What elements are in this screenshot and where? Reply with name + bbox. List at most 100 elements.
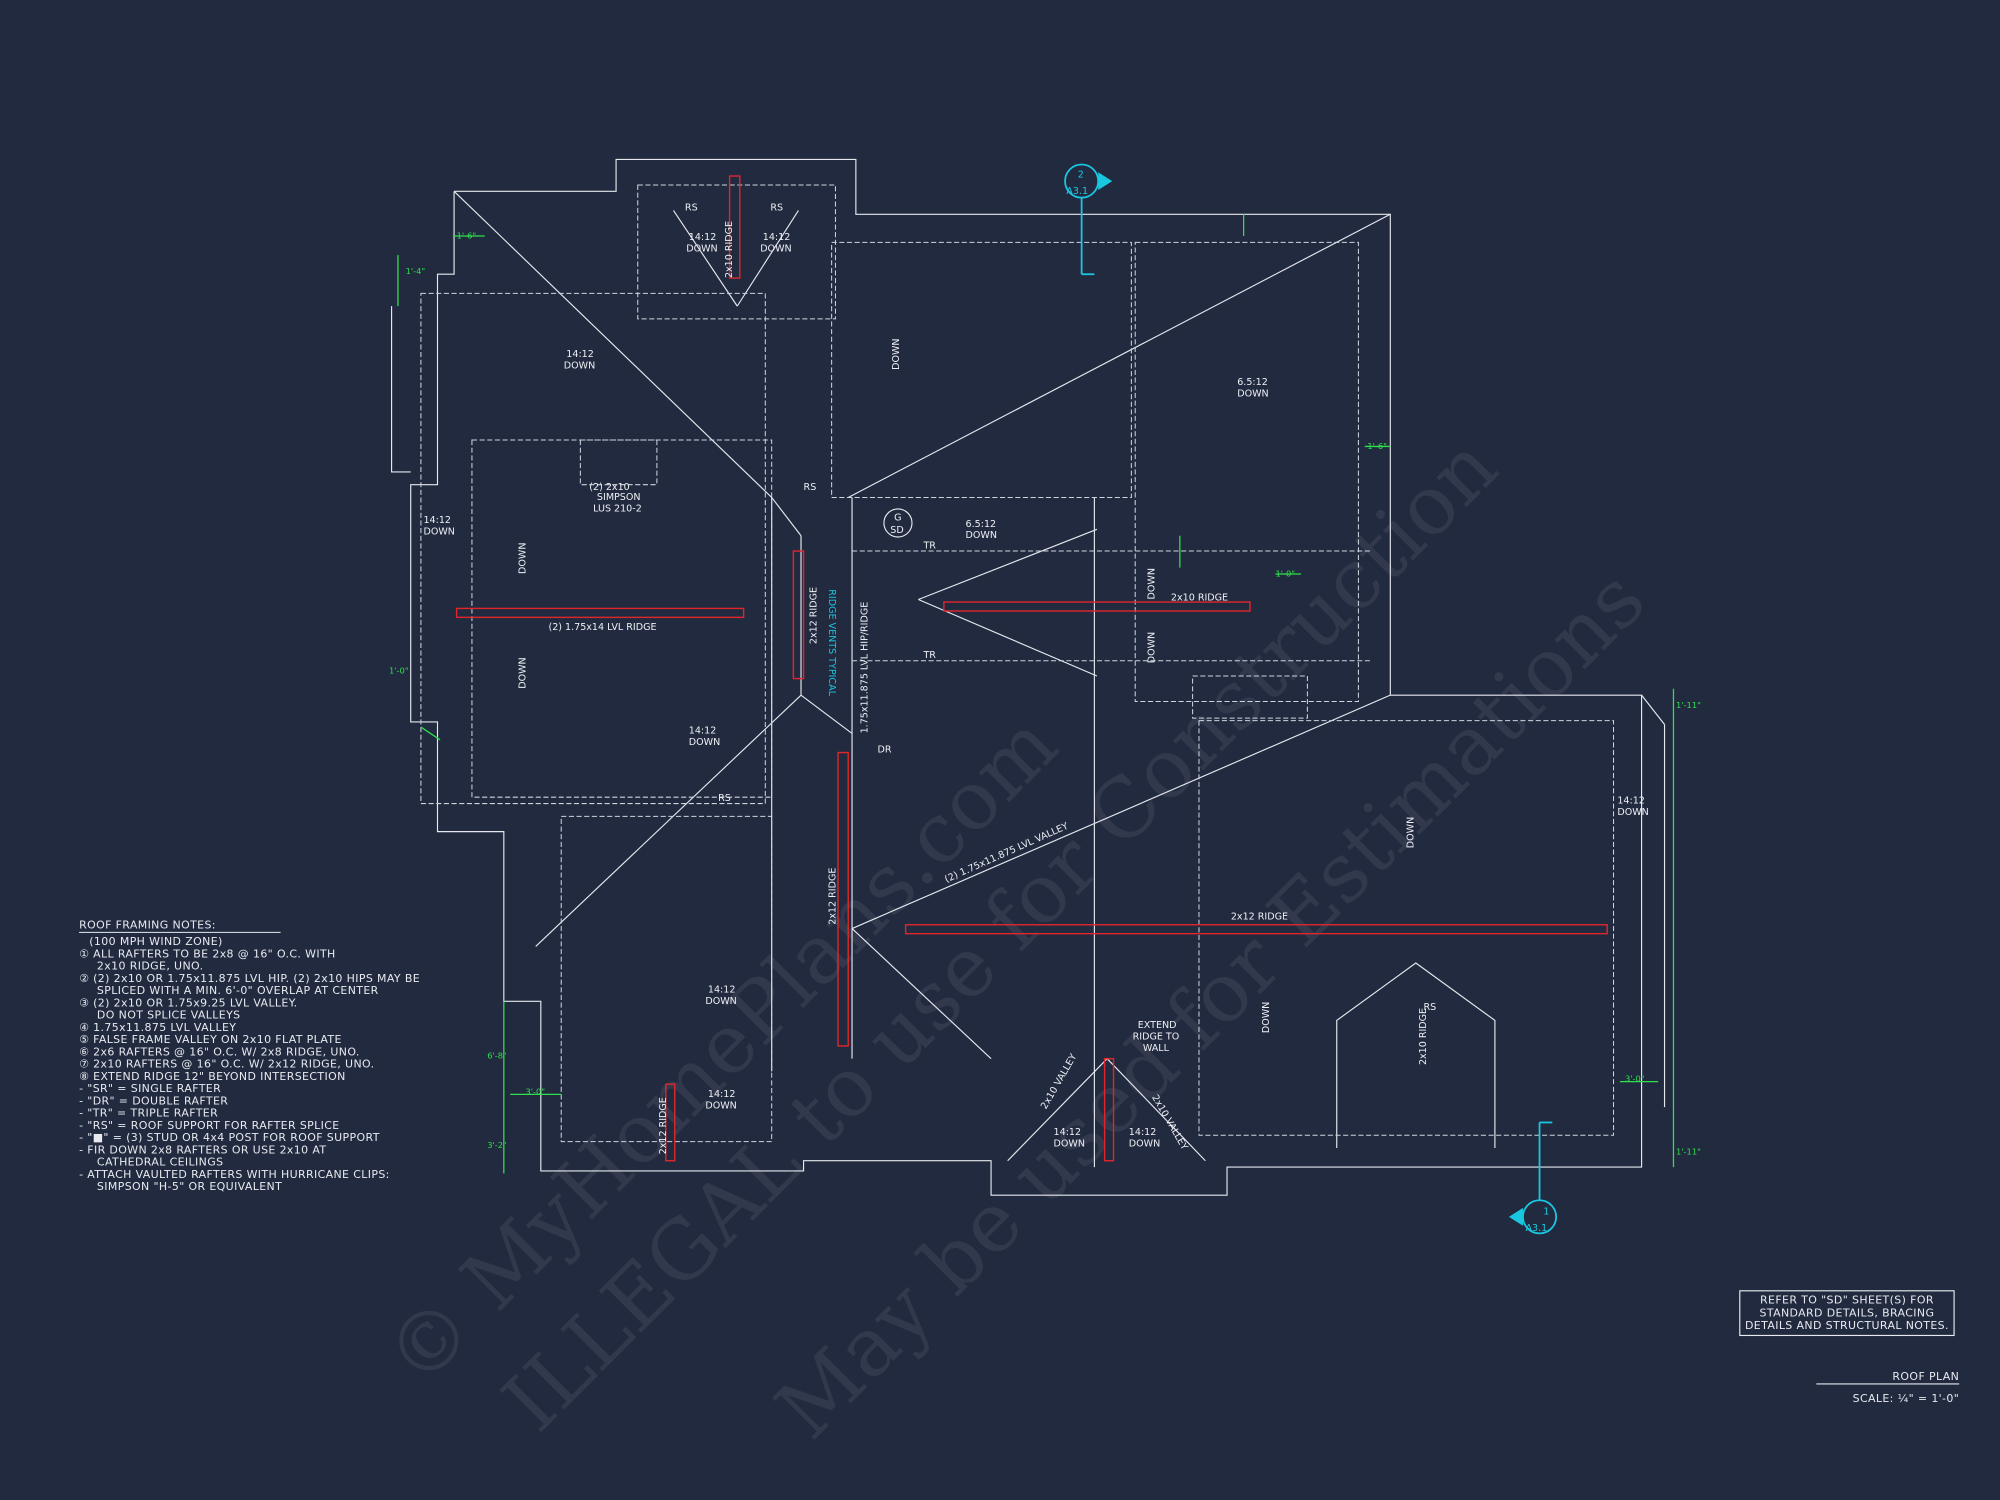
slope-label: DOWN xyxy=(1237,389,1268,400)
refer-line: REFER TO "SD" SHEET(S) FOR xyxy=(1760,1294,1934,1307)
marker-number: 2 xyxy=(1078,169,1084,180)
watermark: © MyHomePlans.com ILLEGAL to use for Con… xyxy=(368,419,1664,1457)
slope-label: 14:12 xyxy=(763,232,791,243)
note-line: (100 MPH WIND ZONE) xyxy=(89,935,222,948)
section-marker-2[interactable]: 2 A3.1 xyxy=(1064,163,1113,276)
note-line: - "SR" = SINGLE RAFTER xyxy=(79,1082,221,1095)
slope-label: DOWN xyxy=(891,338,902,369)
label: 2x12 RIDGE xyxy=(1231,912,1288,923)
refer-note-box: REFER TO "SD" SHEET(S) FOR STANDARD DETA… xyxy=(1739,1290,1955,1337)
slope-label: DOWN xyxy=(705,996,736,1007)
label: 2x12 RIDGE xyxy=(658,1097,669,1154)
slope-label: DOWN xyxy=(1146,632,1157,663)
label: RIDGE VENTS TYPICAL xyxy=(826,589,837,696)
slope-label: 14:12 xyxy=(708,984,736,995)
dimension-text: 1'-6" xyxy=(1367,441,1387,451)
note-line: ④ 1.75x11.875 LVL VALLEY xyxy=(79,1021,236,1034)
notes-title: ROOF FRAMING NOTES: xyxy=(79,919,216,932)
slope-label: DOWN xyxy=(1054,1139,1085,1150)
note-line: ⑦ 2x10 RAFTERS @ 16" O.C. W/ 2x12 RIDGE,… xyxy=(79,1058,374,1071)
label: (2) 1.75x14 LVL RIDGE xyxy=(548,622,656,633)
dimension-text: 3'-2" xyxy=(487,1140,507,1150)
dimension-text: 6'-8" xyxy=(487,1051,507,1061)
label: 1.75x11.875 LVL HIP/RIDGE xyxy=(859,602,870,734)
refer-line: DETAILS AND STRUCTURAL NOTES. xyxy=(1745,1319,1949,1332)
marker-sheet: A3.1 xyxy=(1526,1223,1548,1234)
note-line: 2x10 RIDGE, UNO. xyxy=(97,960,204,973)
label: EXTEND xyxy=(1138,1020,1177,1031)
note-line: - "■" = (3) STUD OR 4x4 POST FOR ROOF SU… xyxy=(79,1131,380,1144)
note-line: ⑧ EXTEND RIDGE 12" BEYOND INTERSECTION xyxy=(79,1070,346,1083)
slope-label: 6.5:12 xyxy=(1237,377,1268,388)
marker-number: 1 xyxy=(1543,1206,1549,1217)
label: RS xyxy=(770,202,783,213)
label: 2x10 RIDGE xyxy=(1418,1008,1429,1065)
slope-label: DOWN xyxy=(564,361,595,372)
note-line: ③ (2) 2x10 OR 1.75x9.25 LVL VALLEY. xyxy=(79,996,297,1009)
label: G xyxy=(894,512,901,523)
note-line: SIMPSON "H-5" OR EQUIVALENT xyxy=(97,1180,282,1193)
title-block: ROOF PLAN SCALE: ¼" = 1'-0" xyxy=(1816,1370,1960,1405)
label: TR xyxy=(922,540,936,551)
label: 2x12 RIDGE xyxy=(808,587,819,644)
label: SD xyxy=(890,525,903,536)
slope-label: DOWN xyxy=(966,530,997,541)
slope-label: DOWN xyxy=(1129,1139,1160,1150)
label: RS xyxy=(685,202,698,213)
note-line: - "TR" = TRIPLE RAFTER xyxy=(79,1107,218,1120)
label: WALL xyxy=(1143,1043,1170,1054)
note-line: - FIR DOWN 2x8 RAFTERS OR USE 2x10 AT xyxy=(79,1143,326,1156)
note-line: SPLICED WITH A MIN. 6'-0" OVERLAP AT CEN… xyxy=(97,984,379,997)
note-line: ⑥ 2x6 RAFTERS @ 16" O.C. W/ 2x8 RIDGE, U… xyxy=(79,1045,360,1058)
slope-label: 6.5:12 xyxy=(966,519,997,530)
roof-outline xyxy=(391,158,1666,1196)
label: DR xyxy=(878,745,892,756)
section-marker-1[interactable]: 1 A3.1 xyxy=(1508,1121,1558,1235)
dimension-text: 1'-0" xyxy=(389,665,409,675)
slope-label: 14:12 xyxy=(1617,796,1645,807)
marker-sheet: A3.1 xyxy=(1066,186,1088,197)
note-line: - "DR" = DOUBLE RAFTER xyxy=(79,1094,228,1107)
wall-lines-dashed xyxy=(420,184,1615,1143)
label: (2) 2x10 xyxy=(589,482,629,493)
slope-label: 14:12 xyxy=(689,725,717,736)
slope-label: DOWN xyxy=(689,737,720,748)
note-line: ⑤ FALSE FRAME VALLEY ON 2x10 FLAT PLATE xyxy=(79,1033,342,1046)
label: 2x10 RIDGE xyxy=(1171,593,1228,604)
label: RS xyxy=(1423,1002,1436,1013)
label: 2x12 RIDGE xyxy=(827,868,838,925)
drawing-title: ROOF PLAN xyxy=(1892,1370,1959,1383)
dimension-text: 1'-0" xyxy=(1276,569,1296,579)
dimension-text: 1'-4" xyxy=(406,266,426,276)
note-line: - ATTACH VAULTED RAFTERS WITH HURRICANE … xyxy=(79,1168,390,1181)
roof-framing-notes: ROOF FRAMING NOTES: (100 MPH WIND ZONE)①… xyxy=(79,919,420,1193)
label: TR xyxy=(922,650,936,661)
slope-label: 14:12 xyxy=(1054,1127,1082,1138)
dimension-text: 1'-11" xyxy=(1676,700,1701,710)
note-line: ② (2) 2x10 OR 1.75x11.875 LVL HIP. (2) 2… xyxy=(79,972,420,985)
label: RS xyxy=(804,482,817,493)
note-line: DO NOT SPLICE VALLEYS xyxy=(97,1009,241,1022)
label: SIMPSON xyxy=(597,492,641,503)
label: LUS 210-2 xyxy=(593,503,642,514)
slope-label: 14:12 xyxy=(566,349,594,360)
label: RS xyxy=(718,793,731,804)
slope-label: DOWN xyxy=(518,543,529,574)
slope-label: DOWN xyxy=(1261,1002,1272,1033)
slope-label: DOWN xyxy=(705,1100,736,1111)
drawing-scale: SCALE: ¼" = 1'-0" xyxy=(1853,1392,1960,1405)
dimension-texts: 1'-6" 1'-4" 1'-0" 6'-8" 3'-0" 3'-2" 1'-1… xyxy=(389,231,1701,1157)
slope-label: DOWN xyxy=(1405,817,1416,848)
note-line: CATHEDRAL CEILINGS xyxy=(97,1156,223,1169)
label: 2x10 RIDGE xyxy=(724,221,735,278)
slope-label: DOWN xyxy=(686,243,717,254)
ridge-beams xyxy=(455,175,1608,1162)
dimension-text: 1'-11" xyxy=(1676,1146,1701,1156)
dimension-text: 3'-0" xyxy=(526,1086,546,1096)
slope-label: 14:12 xyxy=(689,232,717,243)
refer-line: STANDARD DETAILS, BRACING xyxy=(1760,1306,1935,1319)
dimension-lines xyxy=(397,214,1675,1174)
label: RIDGE TO xyxy=(1133,1032,1180,1043)
slope-label: 14:12 xyxy=(423,515,451,526)
